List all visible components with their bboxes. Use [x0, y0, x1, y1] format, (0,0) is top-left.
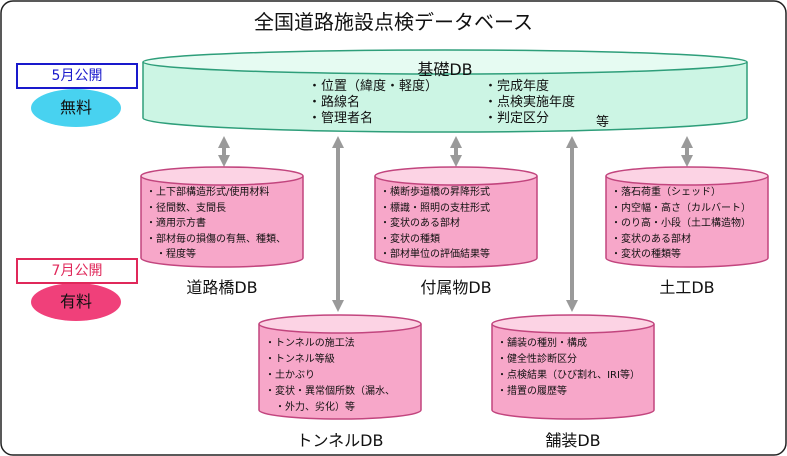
foundation-item: 路線名	[308, 95, 438, 111]
bridge-item: 部材毎の損傷の有無、種類、	[146, 232, 286, 248]
foundation-left-list: 位置（緯度・軽度） 路線名 管理者名	[308, 79, 438, 127]
accessory-item: 部材単位の評価結果等	[380, 247, 490, 263]
tunnel-item: トンネルの施工法	[265, 336, 395, 352]
accessory-item: 変状の種類	[380, 232, 490, 248]
bridge-item: 上下部構造形式/使用材料	[146, 185, 286, 201]
tunnel-item: トンネル等級	[265, 352, 395, 368]
accessory-item-list: 横断歩道橋の昇降形式 標識・照明の支柱形式 変状のある部材 変状の種類 部材単位…	[380, 185, 490, 263]
foundation-item: 判定区分	[484, 111, 575, 127]
accessory-item: 横断歩道橋の昇降形式	[380, 185, 490, 201]
earthwork-db-title: 土工DB	[659, 278, 715, 297]
bridge-db-title: 道路橋DB	[186, 278, 258, 297]
foundation-item: 完成年度	[484, 79, 575, 95]
foundation-item: 点検実施年度	[484, 95, 575, 111]
tunnel-item-cont: 外力、劣化）等	[265, 400, 395, 416]
earthwork-item: のり高・小段（土工構造物）	[611, 216, 751, 232]
free-badge: 無料	[59, 98, 92, 117]
accessory-item: 標識・照明の支柱形式	[380, 201, 490, 217]
paid-pill-shape	[31, 283, 121, 321]
pavement-item: 健全性診断区分	[497, 352, 640, 368]
pavement-item: 措置の履歴等	[497, 384, 640, 400]
foundation-right-list: 完成年度 点検実施年度 判定区分	[484, 79, 575, 127]
tunnel-item: 土かぶり	[265, 368, 395, 384]
tunnel-item: 変状・異常個所数（漏水、	[265, 384, 395, 400]
bridge-item: 径間数、支間長	[146, 201, 286, 217]
page-title: 全国道路施設点検データベース	[254, 10, 533, 34]
foundation-item: 管理者名	[308, 111, 438, 127]
foundation-item: 位置（緯度・軽度）	[308, 79, 438, 95]
bridge-item: 適用示方書	[146, 216, 286, 232]
foundation-db-title: 基礎DB	[417, 60, 473, 79]
free-pill-shape	[31, 89, 121, 127]
pavement-item: 舗装の種別・構成	[497, 336, 640, 352]
pavement-item: 点検結果（ひび割れ、IRI等）	[497, 368, 640, 384]
tunnel-db-title: トンネルDB	[296, 431, 384, 450]
bridge-item-list: 上下部構造形式/使用材料 径間数、支間長 適用示方書 部材毎の損傷の有無、種類、…	[146, 185, 286, 263]
accessory-item: 変状のある部材	[380, 216, 490, 232]
earthwork-item: 変状のある部材	[611, 232, 751, 248]
foundation-etc: 等	[596, 115, 610, 130]
july-release-label: 7月公開	[16, 258, 138, 284]
accessory-db-title: 付属物DB	[420, 278, 492, 297]
earthwork-item: 落石荷重（シェッド）	[611, 185, 751, 201]
foundation-db-cylinder	[142, 49, 748, 133]
earthwork-item: 変状の種類等	[611, 247, 751, 263]
may-release-label: 5月公開	[16, 63, 138, 89]
earthwork-item: 内空幅・高さ（カルバート）	[611, 201, 751, 217]
bridge-item-cont: 程度等	[146, 247, 286, 263]
earthwork-item-list: 落石荷重（シェッド） 内空幅・高さ（カルバート） のり高・小段（土工構造物） 変…	[611, 185, 751, 263]
paid-badge: 有料	[59, 292, 92, 311]
pavement-item-list: 舗装の種別・構成 健全性診断区分 点検結果（ひび割れ、IRI等） 措置の履歴等	[497, 336, 640, 400]
pavement-db-title: 舗装DB	[545, 431, 601, 450]
tunnel-item-list: トンネルの施工法 トンネル等級 土かぶり 変状・異常個所数（漏水、 外力、劣化）…	[265, 336, 395, 416]
